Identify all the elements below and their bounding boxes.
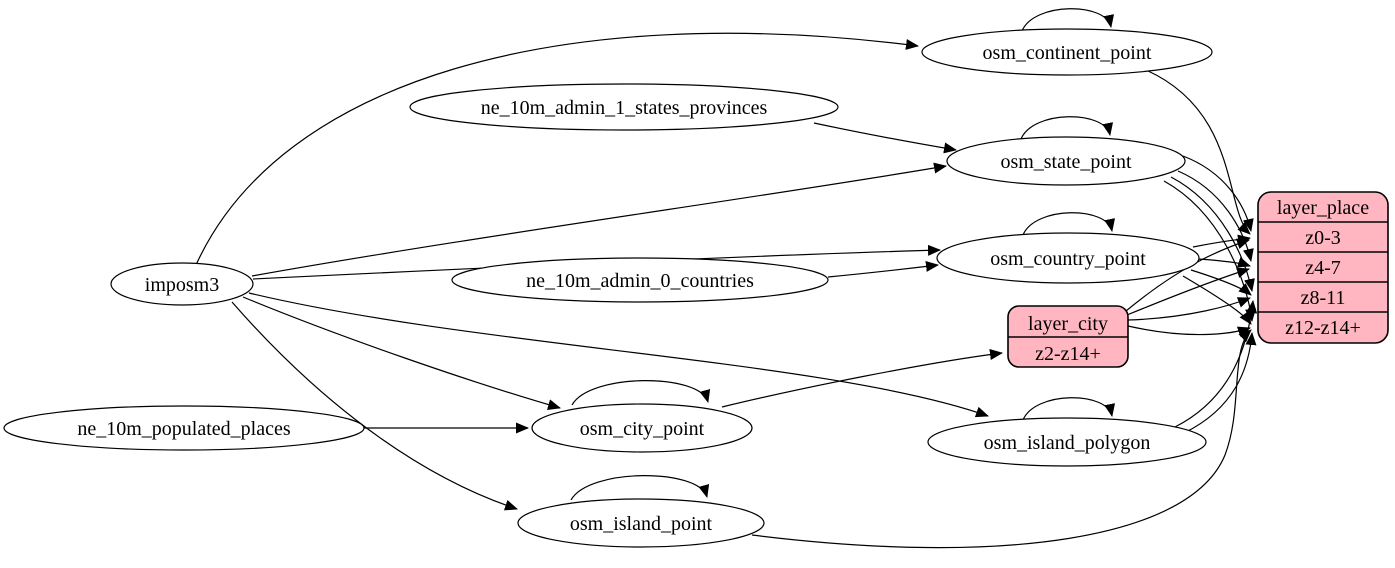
- layer-place-row-z12-z14: z12-z14+: [1285, 317, 1361, 339]
- edge-osm-state-point-to-layer-place-z0-3: [1182, 155, 1254, 232]
- node-osm-country-point: osm_country_point: [936, 232, 1200, 284]
- layer-place-box: [1257, 191, 1389, 344]
- osm-city-point-label: osm_city_point: [580, 418, 705, 440]
- self-loop-osm-country-point: [1022, 212, 1116, 236]
- node-osm-city-point: osm_city_point: [531, 403, 753, 453]
- node-ne-10m-admin-1-states-provinces: ne_10m_admin_1_states_provinces: [409, 83, 839, 131]
- edge-layer-city-to-layer-place-z0-3: [1125, 238, 1250, 312]
- edge-imposm3-to-osm-island-polygon: [248, 292, 989, 418]
- self-loop-osm-state-point: [1020, 116, 1114, 140]
- edge-osm-country-point-to-layer-place-z12-z14: [1182, 275, 1252, 325]
- edge-layer-city-to-layer-place-z12-z14: [1127, 325, 1251, 338]
- osm-island-polygon-label: osm_island_polygon: [984, 432, 1151, 454]
- edge-osm-country-point-to-layer-place-z4-7: [1197, 256, 1251, 268]
- ne-10m-populated-places-ellipse: [3, 405, 365, 451]
- edge-imposm3-to-osm-island-point: [231, 301, 518, 511]
- osm-city-point-ellipse: [531, 403, 753, 453]
- osm-island-point-ellipse: [517, 498, 765, 548]
- edge-ne-10m-admin-1-states-provinces-to-osm-state-point: [813, 122, 957, 154]
- osm-island-point-label: osm_island_point: [570, 513, 713, 535]
- edges: [195, 8, 1258, 549]
- ne-10m-admin-0-countries-ellipse: [451, 257, 829, 303]
- osm-continent-point-ellipse: [921, 28, 1213, 76]
- edge-imposm3-to-osm-state-point: [251, 162, 947, 277]
- osm-country-point-label: osm_country_point: [990, 248, 1146, 270]
- layer-place-row-z8-11: z8-11: [1301, 287, 1346, 309]
- imposm3-label: imposm3: [145, 274, 219, 296]
- node-ne-10m-populated-places: ne_10m_populated_places: [3, 405, 365, 451]
- self-loop-osm-city-point: [571, 380, 711, 406]
- layer-city-row-z2-z14: z2-z14+: [1035, 343, 1101, 365]
- layer-place-row-z4-7: z4-7: [1305, 257, 1341, 279]
- osm-state-point-ellipse: [946, 136, 1186, 186]
- ne-10m-populated-places-label: ne_10m_populated_places: [77, 418, 290, 440]
- node-imposm3: imposm3: [110, 262, 254, 306]
- self-loop-osm-continent-point: [1021, 8, 1115, 32]
- edge-osm-island-polygon-to-layer-place-z8-11: [1174, 300, 1258, 428]
- edge-layer-city-to-layer-place-z8-11: [1127, 297, 1251, 321]
- edge-layer-city-to-layer-place-z4-7: [1126, 267, 1250, 316]
- edge-osm-state-point-to-layer-place-z4-7: [1177, 170, 1254, 262]
- imposm3-ellipse: [110, 262, 254, 306]
- node-osm-continent-point: osm_continent_point: [921, 28, 1213, 76]
- osm-island-polygon-ellipse: [927, 417, 1207, 467]
- edge-osm-state-point-to-layer-place-z8-11: [1170, 176, 1255, 292]
- ne-10m-admin-0-countries-label: ne_10m_admin_0_countries: [526, 270, 754, 292]
- node-osm-island-polygon: osm_island_polygon: [927, 417, 1207, 467]
- self-loop-osm-island-polygon: [1022, 397, 1116, 421]
- osm-continent-point-label: osm_continent_point: [983, 42, 1152, 64]
- edge-osm-island-point-to-layer-place-z12-z14: [751, 329, 1252, 549]
- edge-osm-city-point-to-layer-city: [721, 349, 1003, 408]
- layer-place-title: layer_place: [1277, 197, 1369, 219]
- node-osm-state-point: osm_state_point: [946, 136, 1186, 186]
- edge-imposm3-to-osm-continent-point: [195, 32, 919, 266]
- layer-place-row-z0-3: z0-3: [1305, 227, 1341, 249]
- edge-osm-country-point-to-layer-place-z0-3: [1192, 234, 1251, 248]
- edge-ne-10m-admin-0-countries-to-osm-country-point: [827, 260, 939, 278]
- osm-country-point-ellipse: [936, 232, 1200, 284]
- node-layer-city: layer_city z2-z14+: [1007, 305, 1129, 368]
- edge-osm-continent-point-to-layer-place-z0-3: [1145, 69, 1251, 235]
- osm-state-point-label: osm_state_point: [1000, 151, 1132, 173]
- ne-10m-admin-1-states-provinces-label: ne_10m_admin_1_states_provinces: [481, 97, 768, 119]
- node-layer-place: layer_place z0-3 z4-7 z8-11 z12-z14+: [1257, 191, 1389, 344]
- ne-10m-admin-1-states-provinces-ellipse: [409, 83, 839, 131]
- self-loop-osm-island-point: [570, 475, 710, 501]
- edge-imposm3-to-osm-city-point: [242, 296, 561, 410]
- layer-city-title: layer_city: [1028, 313, 1108, 335]
- node-ne-10m-admin-0-countries: ne_10m_admin_0_countries: [451, 257, 829, 303]
- node-osm-island-point: osm_island_point: [517, 498, 765, 548]
- edge-osm-country-point-to-layer-place-z8-11: [1190, 269, 1252, 296]
- nodes: imposm3 ne_10m_admin_1_states_provinces …: [3, 28, 1213, 548]
